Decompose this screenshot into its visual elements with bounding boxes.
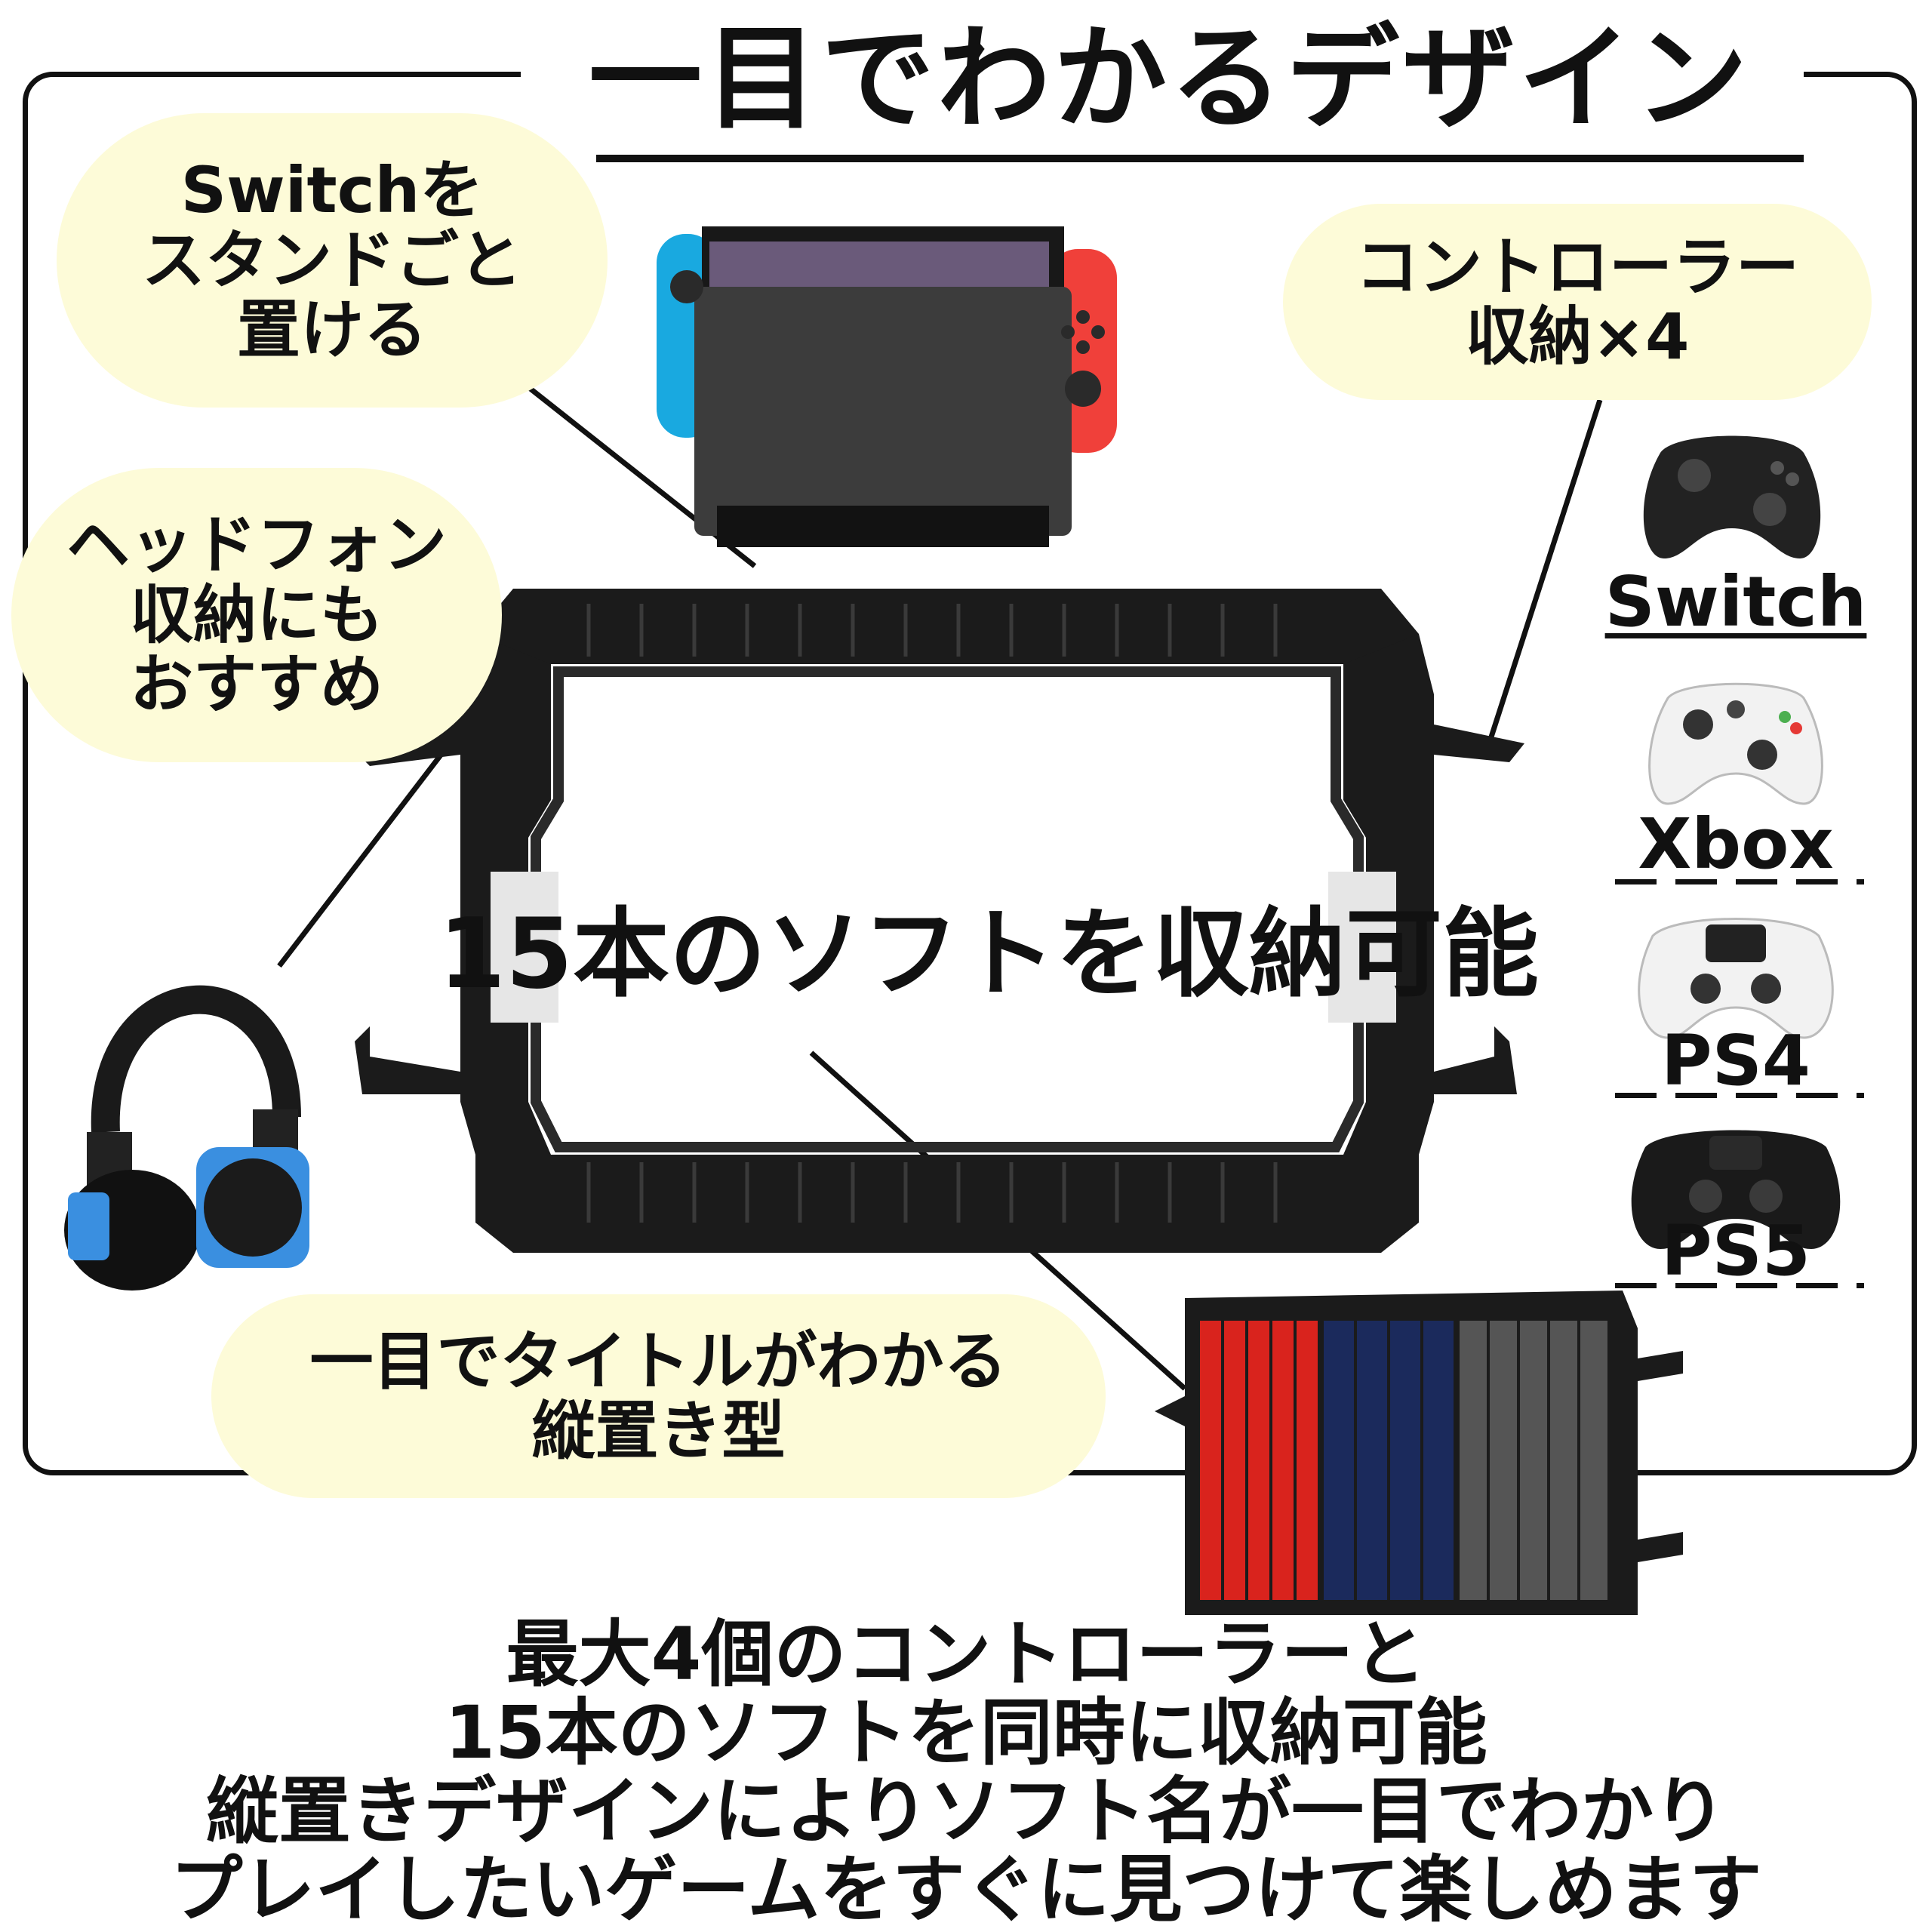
bubble-controller-storage: コントローラー 収納×4 [1283, 204, 1872, 400]
switch-console-image [657, 226, 1117, 547]
software-rack-image [1155, 1291, 1683, 1615]
bottom-description: 最大4個のコントローラーと 15本のソフトを同時に収納可能 縦置きデザインにより… [170, 1612, 1762, 1932]
bubble-controller-storage-text: コントローラー 収納×4 [1355, 229, 1799, 374]
xbox-label-dashes [1615, 879, 1864, 884]
game-stand-image [347, 589, 1524, 1253]
bubble-headphone-storage-text: ヘッドフォン 収納にも おすすめ [66, 508, 447, 722]
leader-line-controller [1484, 398, 1603, 752]
headphones-image [64, 985, 309, 1291]
bubble-vertical-title-text: 一目でタイトルがわかる 縦置き型 [309, 1324, 1008, 1468]
ps4-label-dashes [1615, 1093, 1864, 1098]
controller-label-xbox: Xbox [1638, 804, 1834, 884]
controller-label-ps4: PS4 [1661, 1020, 1810, 1101]
bubble-headphone-storage: ヘッドフォン 収納にも おすすめ [11, 468, 502, 762]
page-title: 一目でわかるデザイン [588, 14, 1751, 145]
bubble-switch-stand: Switchを スタンドごと 置ける [57, 113, 608, 408]
controller-label-switch: Switch [1604, 561, 1867, 642]
switch-pro-controller-icon [1643, 435, 1821, 558]
leader-line-headphone [277, 722, 466, 968]
xbox-controller-icon [1648, 682, 1823, 805]
controller-label-ps5: PS5 [1661, 1211, 1810, 1291]
ps5-label-dashes [1615, 1283, 1864, 1288]
ps4-controller-icon [1638, 918, 1834, 1039]
title-underline [596, 155, 1804, 162]
bubble-switch-stand-text: Switchを スタンドごと 置ける [141, 153, 522, 368]
center-caption: 15本のソフトを収納可能 [438, 898, 1540, 1011]
ps5-controller-icon [1631, 1130, 1841, 1249]
title-background [521, 15, 1804, 143]
bubble-vertical-title: 一目でタイトルがわかる 縦置き型 [211, 1294, 1106, 1498]
